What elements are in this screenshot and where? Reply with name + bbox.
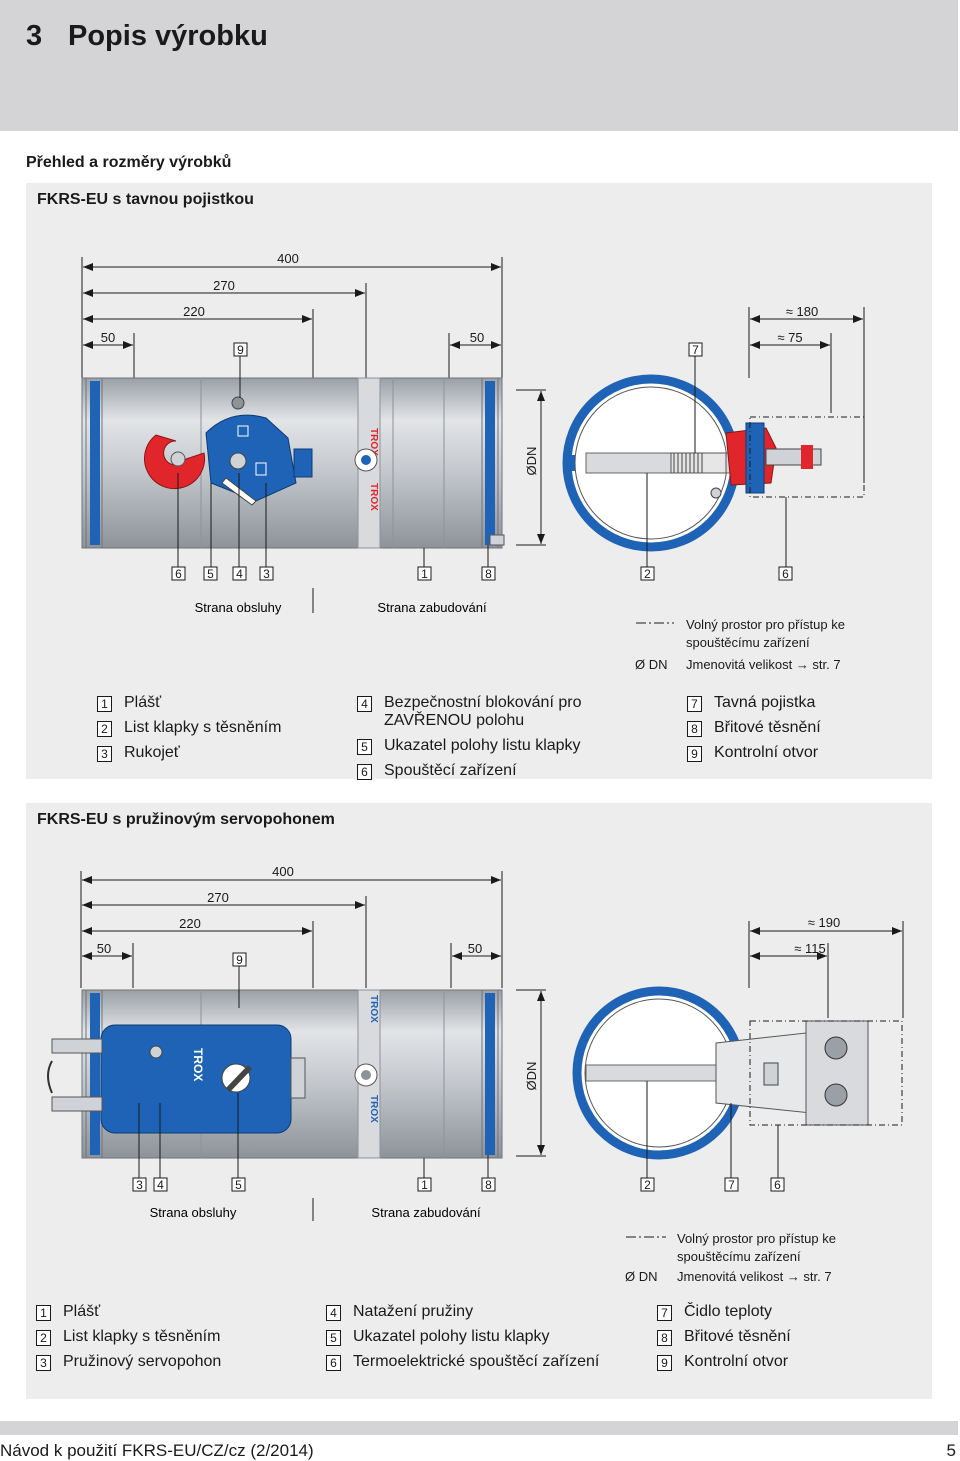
callout-9: 9 (237, 343, 244, 357)
dim-dn: ØDN (524, 447, 539, 476)
callout-bottom: 2 (644, 1178, 651, 1192)
callout-bottom: 5 (235, 1178, 242, 1192)
dim-270: 270 (207, 890, 229, 905)
note-free-space: Volný prostor pro přístup ke spouštěcímu… (686, 617, 845, 650)
dim-75: ≈ 75 (777, 330, 802, 345)
duct-side-view: TROX TROX TROX (47, 989, 503, 1159)
section-title: Přehled a rozměry výrobků (26, 154, 232, 171)
svg-text:TROX: TROX (368, 1095, 379, 1123)
callout-9: 9 (236, 953, 243, 967)
dim-50-left: 50 (97, 941, 111, 956)
dim-dn: ØDN (524, 1062, 539, 1091)
callout-bottom: 8 (485, 1178, 492, 1192)
callout-bottom: 2 (644, 567, 651, 581)
dim-50-right: 50 (468, 941, 482, 956)
callout-bottom: 1 (421, 567, 428, 581)
dim-50-left: 50 (101, 330, 115, 345)
callout-bottom: 3 (136, 1178, 143, 1192)
footer-bar (0, 1421, 958, 1435)
strana-zabudovani: Strana zabudování (371, 1205, 481, 1220)
svg-text:TROX: TROX (368, 428, 379, 456)
strana-obsluhy: Strana obsluhy (150, 1205, 237, 1220)
svg-text:TROX: TROX (191, 1048, 205, 1081)
panel-fusible-link: FKRS-EU s tavnou pojistkou (26, 183, 932, 780)
strana-zabudovani: Strana zabudování (377, 600, 487, 615)
dim-270: 270 (213, 278, 235, 293)
panel-spring-actuator: FKRS-EU s pružinovým servopohonem (26, 803, 932, 1399)
panel-title: FKRS-EU s pružinovým servopohonem (37, 811, 335, 828)
callout-bottom: 8 (485, 567, 492, 581)
dim-400: 400 (272, 864, 294, 879)
callout-bottom: 3 (263, 567, 270, 581)
callout-bottom: 6 (782, 567, 789, 581)
callout-bottom: 4 (236, 567, 243, 581)
chapter-heading: 3 Popis výrobku (26, 20, 268, 53)
note-dn-label: Ø DN (635, 657, 668, 672)
drawing-spring-actuator: 400 270 220 50 50 ≈ 190 ≈ 115 ØDN TROX T… (47, 864, 904, 1238)
note-dn-text: Jmenovitá velikost → str. 7 (686, 657, 841, 672)
dim-190: ≈ 190 (808, 915, 840, 930)
dim-220: 220 (179, 916, 201, 931)
callout-bottom: 6 (175, 567, 182, 581)
panel-title: FKRS-EU s tavnou pojistkou (37, 191, 254, 208)
chapter-title: Popis výrobku (68, 20, 268, 52)
svg-text:TROX: TROX (368, 995, 379, 1023)
note-free-space: Volný prostor pro přístup ke spouštěcímu… (677, 1231, 836, 1264)
chapter-number: 3 (26, 20, 43, 52)
duct-front-view (572, 986, 903, 1160)
dim-50-right: 50 (470, 330, 484, 345)
callout-bottom: 7 (728, 1178, 735, 1192)
callout-bottom: 5 (207, 567, 214, 581)
duct-front-view (562, 374, 865, 552)
page-header: 3 Popis výrobku (0, 0, 958, 131)
callout-bottom: 4 (157, 1178, 164, 1192)
callout-7: 7 (692, 343, 699, 357)
callout-bottom: 1 (421, 1178, 428, 1192)
dim-220: 220 (183, 304, 205, 319)
strana-obsluhy: Strana obsluhy (195, 600, 282, 615)
duct-side-view: TROX TROX (81, 377, 505, 549)
note-dn-label: Ø DN (625, 1269, 658, 1284)
drawing-fusible-link: 400 270 220 50 50 ≈ 180 ≈ 75 ØDN TROX TR… (81, 251, 865, 624)
footer-text: Návod k použití FKRS-EU/CZ/cz (2/2014) (0, 1441, 314, 1460)
dim-400: 400 (277, 251, 299, 266)
page-number: 5 (946, 1441, 956, 1460)
dim-180: ≈ 180 (786, 304, 818, 319)
callout-bottom: 6 (774, 1178, 781, 1192)
note-dn-text: Jmenovitá velikost → str. 7 (677, 1269, 832, 1284)
svg-text:TROX: TROX (368, 483, 379, 511)
dim-115: ≈ 115 (794, 941, 825, 956)
